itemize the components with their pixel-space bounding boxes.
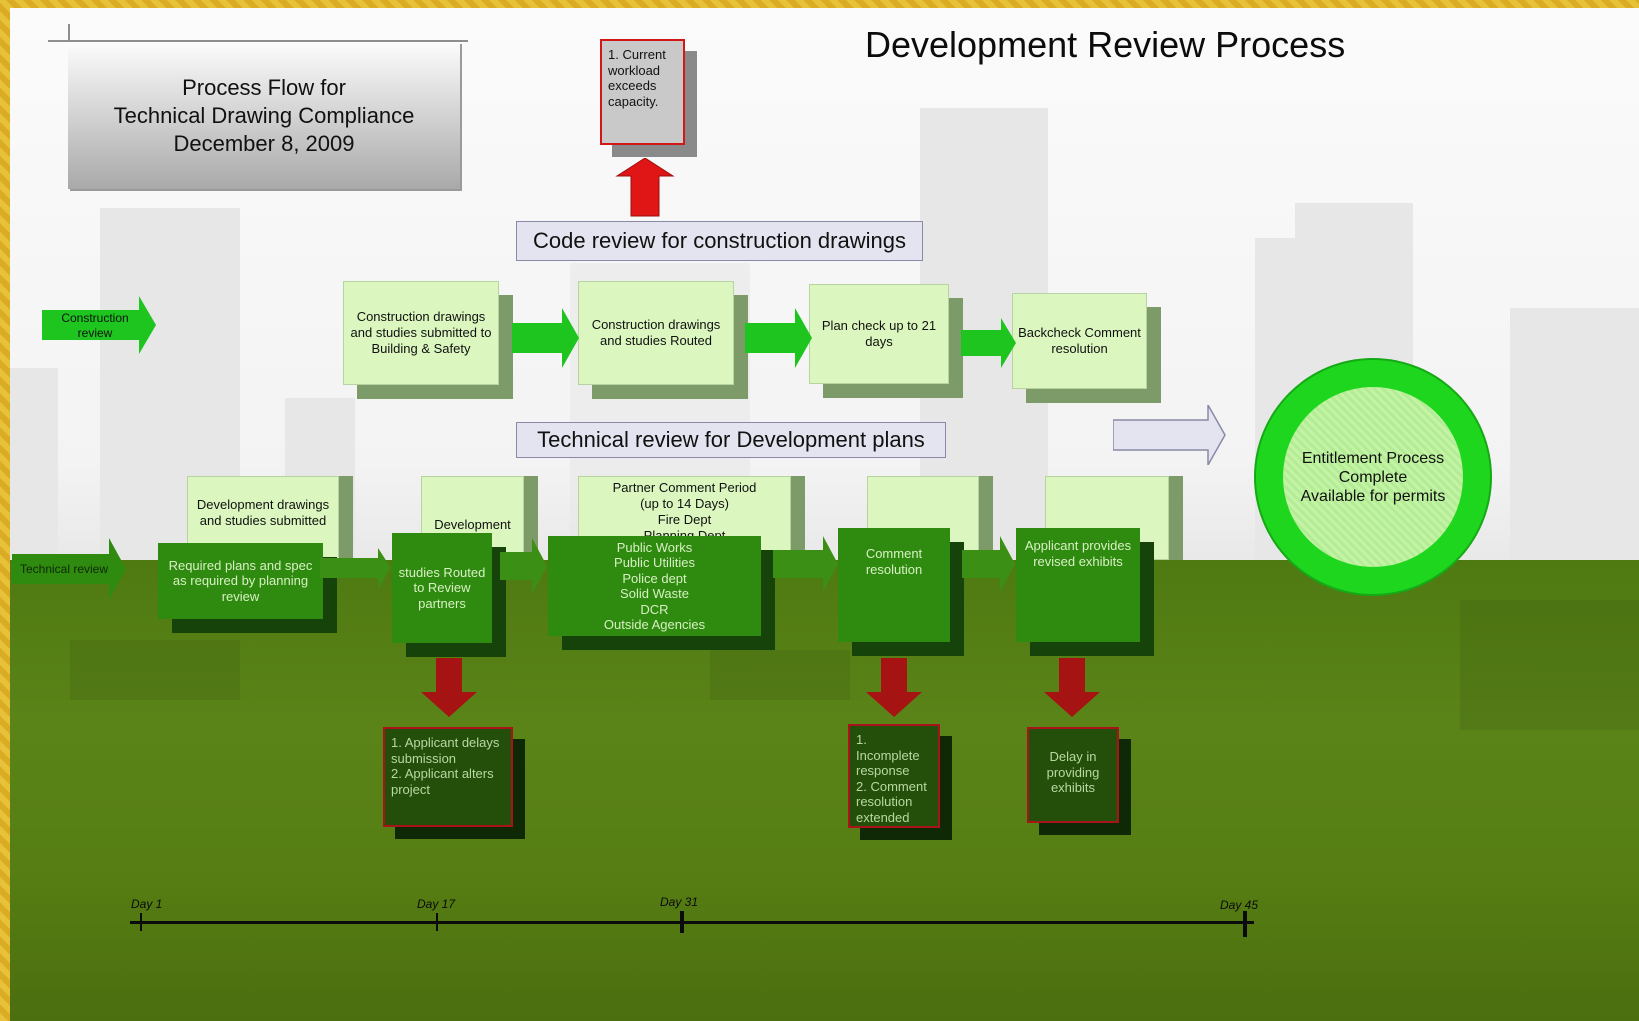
- flow-arrow: [320, 548, 391, 588]
- issue-box-incomplete: 1. Incomplete response 2. Comment resolu…: [848, 724, 940, 828]
- timeline-label-day31: Day 31: [660, 895, 699, 909]
- step-plan-check: Plan check up to 21 days: [809, 284, 949, 384]
- issue-line: exceeds: [608, 78, 657, 93]
- technical-review-banner: Technical review for Development plans: [516, 422, 946, 458]
- step-comment-resolution: Comment resolution: [838, 528, 950, 642]
- completion-line: Complete: [1338, 468, 1408, 486]
- technical-lane-label: Technical review: [19, 561, 109, 576]
- flow-arrow: [745, 308, 812, 368]
- timeline-label-day17: Day 17: [417, 897, 456, 911]
- issue-line: 1. Applicant delays: [391, 735, 500, 750]
- title-corner-line: [48, 40, 468, 42]
- skyline-shade: [710, 650, 850, 700]
- timeline-tick: [680, 911, 684, 933]
- partner-line: (up to 14 Days): [640, 496, 729, 511]
- issue-line: 1. Incomplete: [856, 732, 920, 763]
- flow-arrow: [773, 536, 838, 592]
- step-backcheck: Backcheck Comment resolution: [1012, 293, 1147, 389]
- issue-line: resolution: [856, 794, 913, 809]
- issue-line: project: [391, 781, 431, 797]
- issue-box-capacity: 1. Current workload exceeds capacity.: [600, 39, 685, 145]
- timeline-tick: [436, 913, 438, 931]
- red-down-arrow: [866, 658, 922, 717]
- issue-line: response: [856, 763, 910, 778]
- issue-line: capacity.: [608, 93, 659, 109]
- red-down-arrow: [421, 658, 477, 717]
- timeline-tick: [1243, 911, 1247, 937]
- issue-line: 2. Comment: [856, 778, 927, 794]
- partner-line: Solid Waste: [620, 586, 689, 601]
- step-construction-submitted: Construction drawings and studies submit…: [343, 281, 499, 385]
- skyline-shade: [1460, 600, 1639, 730]
- issue-line: 1. Current: [608, 47, 666, 62]
- step-dev-routed-bottom: studies Routed to Review partners: [392, 533, 492, 643]
- skyline-shade: [70, 640, 240, 700]
- partner-line: Fire Dept: [657, 512, 712, 527]
- partner-line: Public Works: [616, 539, 693, 555]
- flow-arrow: [962, 536, 1015, 592]
- title-line-2: Technical Drawing Compliance: [113, 102, 415, 128]
- flow-arrow: [961, 318, 1016, 368]
- step-applicant-exhibits: Applicant provides revised exhibits: [1016, 528, 1140, 642]
- construction-lane-arrow: [42, 296, 156, 354]
- flow-arrow: [500, 538, 547, 594]
- timeline-label-day1: Day 1: [131, 897, 163, 911]
- partner-line: Police dept: [622, 570, 687, 586]
- red-up-arrow: [615, 158, 675, 217]
- step-construction-routed: Construction drawings and studies Routed: [578, 281, 734, 385]
- issue-line: exhibits: [1050, 780, 1096, 795]
- step-partner-comment-bottom: Public Works Public Utilities Police dep…: [548, 536, 761, 636]
- skyline-building: [10, 368, 58, 560]
- dark-overlay: [10, 560, 1639, 1021]
- skyline-building: [1510, 308, 1639, 560]
- grey-arrow-to-completion: [1113, 405, 1226, 465]
- issue-line: Delay in: [1049, 749, 1097, 764]
- code-review-banner: Code review for construction drawings: [516, 221, 923, 261]
- partner-line: Partner Comment Period: [612, 480, 757, 495]
- title-line-3: December 8, 2009: [173, 130, 355, 156]
- issue-line: extended: [856, 809, 910, 825]
- page-heading: Development Review Process: [865, 24, 1346, 65]
- partner-line: Outside Agencies: [603, 617, 706, 632]
- issue-box-applicant: 1. Applicant delays submission 2. Applic…: [383, 727, 513, 827]
- issue-line: 2. Applicant alters: [391, 766, 494, 781]
- partner-line: DCR: [640, 601, 669, 617]
- partner-line: Public Utilities: [614, 555, 695, 570]
- completion-circle-label: Entitlement Process Complete Available f…: [1283, 387, 1463, 567]
- issue-line: workload: [608, 62, 661, 78]
- issue-line: submission: [391, 750, 457, 766]
- technical-lane-arrow: [12, 538, 126, 600]
- issue-line: providing: [1046, 764, 1100, 780]
- completion-line: Available for permits: [1300, 487, 1446, 505]
- red-down-arrow: [1044, 658, 1100, 717]
- slide: Process Flow for Technical Drawing Compl…: [10, 8, 1639, 1021]
- step-dev-submitted-bottom: Required plans and spec as required by p…: [158, 543, 323, 619]
- title-line-1: Process Flow for: [182, 74, 346, 100]
- timeline-axis: [130, 921, 1254, 924]
- issue-box-delay: Delay in providing exhibits: [1027, 727, 1119, 823]
- timeline-label-day45: Day 45: [1220, 898, 1259, 912]
- flow-arrow: [512, 308, 579, 368]
- timeline-tick: [140, 913, 142, 931]
- title-box: Process Flow for Technical Drawing Compl…: [68, 42, 460, 189]
- construction-lane-label: Construction review: [61, 311, 129, 340]
- completion-line: Entitlement Process: [1301, 449, 1445, 467]
